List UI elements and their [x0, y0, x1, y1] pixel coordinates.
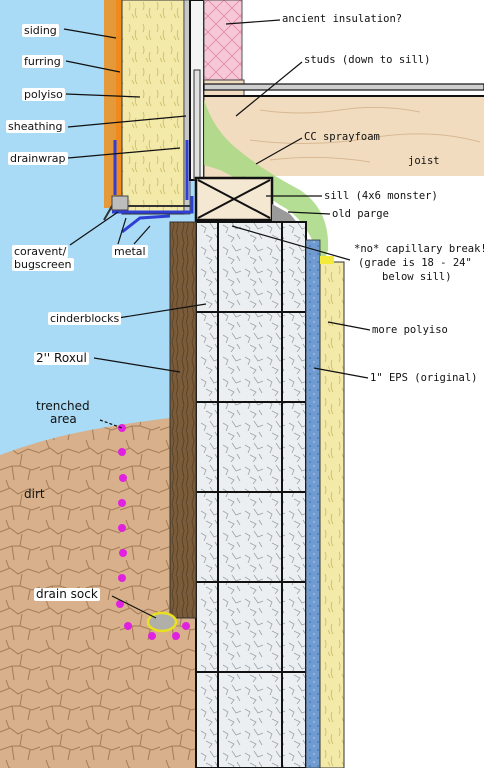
siding-layer — [104, 0, 116, 208]
trenched-area-dots — [116, 424, 190, 640]
label-drain-sock: drain sock — [34, 587, 100, 601]
cinderblock-wall — [195, 221, 307, 768]
polyiso-layer — [121, 0, 185, 215]
label-grade: (grade is 18 - 24" — [358, 257, 472, 269]
label-studs: studs (down to sill) — [304, 54, 431, 66]
label-sheathing: sheathing — [6, 120, 65, 133]
label-bugscreen: bugscreen — [12, 258, 74, 271]
label-ancient-insulation: ancient insulation? — [282, 13, 403, 25]
label-more-polyiso: more polyiso — [372, 324, 448, 336]
metal-flashing — [112, 196, 194, 214]
label-trenched: trenched — [36, 399, 90, 413]
label-coravent: coravent/ — [12, 245, 69, 258]
ancient-insulation — [203, 0, 243, 81]
label-area: area — [50, 412, 77, 426]
label-old-parge: old parge — [332, 208, 389, 220]
label-capillary-break: *no* capillary break! — [354, 243, 484, 255]
eps-layer — [305, 239, 321, 768]
label-joist: joist — [408, 155, 440, 167]
label-eps: 1" EPS (original) — [370, 372, 478, 384]
label-drainwrap: drainwrap — [8, 152, 68, 165]
old-parge — [272, 204, 300, 226]
label-furring: furring — [22, 55, 63, 68]
roxul-layer — [169, 221, 197, 619]
label-sill: sill (4x6 monster) — [324, 190, 438, 202]
coravent — [111, 195, 129, 211]
label-metal: metal — [112, 245, 148, 258]
label-roxul: 2'' Roxul — [34, 351, 89, 365]
label-below-sill: below sill) — [382, 271, 452, 283]
label-cc-sprayfoam: CC sprayfoam — [304, 131, 380, 143]
joist — [240, 96, 484, 176]
more-polyiso — [319, 261, 345, 768]
label-polyiso: polyiso — [22, 88, 65, 101]
label-cinderblocks: cinderblocks — [48, 312, 122, 325]
label-siding: siding — [22, 24, 59, 37]
label-dirt: dirt — [24, 487, 45, 501]
